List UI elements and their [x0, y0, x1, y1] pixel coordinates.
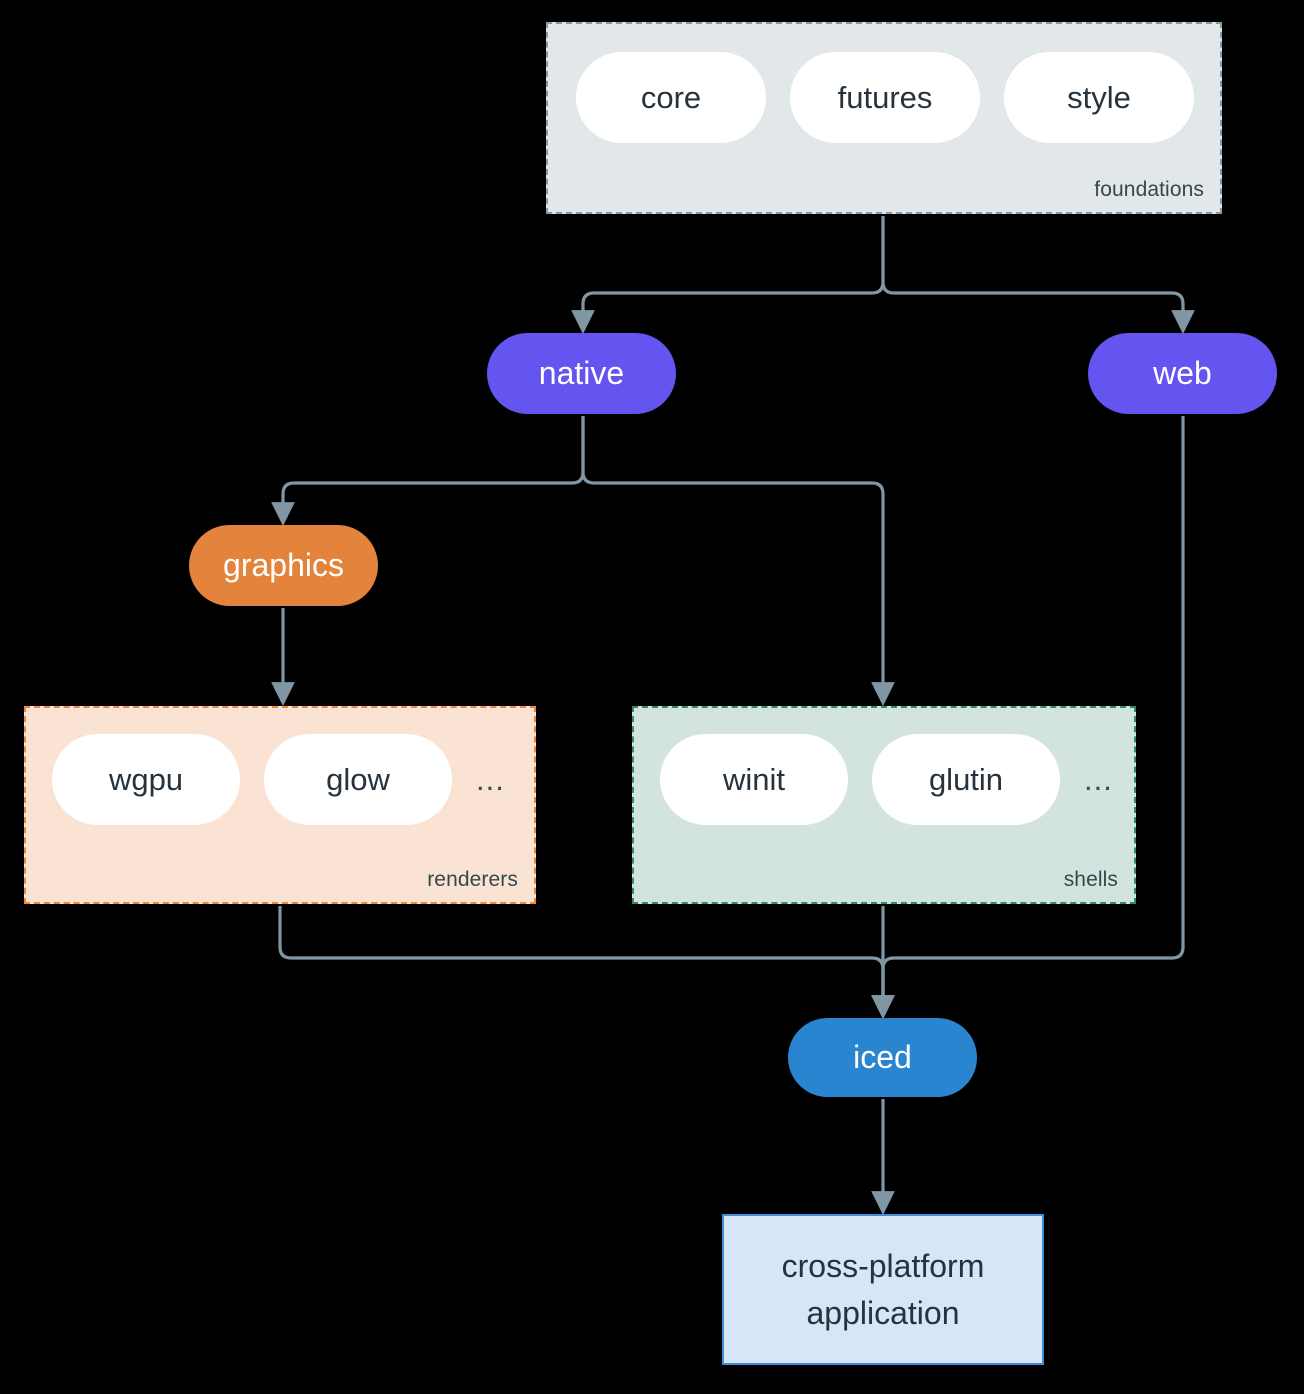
node-cross-platform-application[interactable]: cross-platform application: [722, 1214, 1044, 1365]
node-web[interactable]: web: [1088, 333, 1277, 414]
application-line-2: application: [806, 1294, 960, 1331]
node-winit[interactable]: winit: [660, 734, 848, 825]
group-shells: winit glutin ... shells: [632, 706, 1136, 904]
shells-ellipsis: ...: [1084, 762, 1113, 797]
node-native[interactable]: native: [487, 333, 676, 414]
node-graphics[interactable]: graphics: [189, 525, 378, 606]
node-iced[interactable]: iced: [788, 1018, 977, 1097]
group-foundations: core futures style foundations: [546, 22, 1222, 214]
group-shells-members: winit glutin ...: [634, 708, 1134, 902]
group-renderers-label: renderers: [427, 868, 518, 891]
group-renderers-members: wgpu glow ...: [26, 708, 534, 902]
renderers-ellipsis: ...: [476, 762, 505, 797]
edge-native-to-shells: [581, 416, 895, 707]
node-style[interactable]: style: [1004, 52, 1194, 143]
application-line-1: cross-platform: [781, 1248, 985, 1285]
node-futures[interactable]: futures: [790, 52, 980, 143]
node-glow[interactable]: glow: [264, 734, 452, 825]
edge-foundations-to-native: [571, 216, 885, 335]
node-core[interactable]: core: [576, 52, 766, 143]
edge-native-to-graphics: [271, 416, 585, 527]
node-glutin[interactable]: glutin: [872, 734, 1060, 825]
edge-foundations-to-web: [881, 216, 1195, 335]
edge-renderers-to-iced: [278, 906, 895, 1020]
group-foundations-label: foundations: [1094, 178, 1204, 201]
node-wgpu[interactable]: wgpu: [52, 734, 240, 825]
group-foundations-members: core futures style: [548, 24, 1220, 212]
group-shells-label: shells: [1063, 868, 1118, 891]
group-renderers: wgpu glow ... renderers: [24, 706, 536, 904]
